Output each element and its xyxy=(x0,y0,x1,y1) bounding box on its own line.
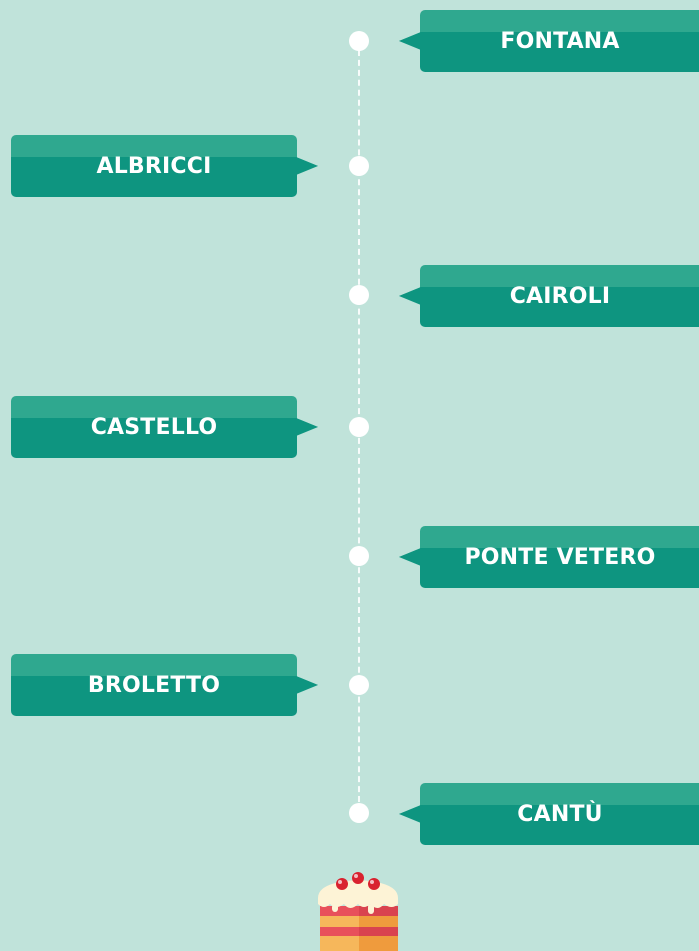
timeline-node-cairoli xyxy=(349,285,369,305)
timeline-label: CANTÙ xyxy=(517,801,603,827)
timeline-node-cantu xyxy=(349,803,369,823)
timeline-flag-cairoli: CAIROLI xyxy=(399,265,699,327)
timeline-flag-ponte-vetero: PONTE VETERO xyxy=(399,526,699,588)
timeline-flag-fontana: FONTANA xyxy=(399,10,699,72)
timeline-label: CASTELLO xyxy=(90,414,218,440)
timeline-node-ponte-vetero xyxy=(349,546,369,566)
timeline-label: PONTE VETERO xyxy=(464,544,656,570)
cake-icon xyxy=(318,872,398,951)
timeline-node-castello xyxy=(349,417,369,437)
timeline-label: FONTANA xyxy=(500,28,620,54)
timeline-flag-castello: CASTELLO xyxy=(11,396,318,458)
timeline-label: ALBRICCI xyxy=(96,153,212,179)
timeline-flag-albricci: ALBRICCI xyxy=(11,135,318,197)
timeline-node-fontana xyxy=(349,31,369,51)
timeline-flag-cantu: CANTÙ xyxy=(399,783,699,845)
timeline-label: BROLETTO xyxy=(87,672,221,698)
timeline-label: CAIROLI xyxy=(509,283,611,309)
timeline-flag-broletto: BROLETTO xyxy=(11,654,318,716)
timeline-node-albricci xyxy=(349,156,369,176)
timeline-node-broletto xyxy=(349,675,369,695)
